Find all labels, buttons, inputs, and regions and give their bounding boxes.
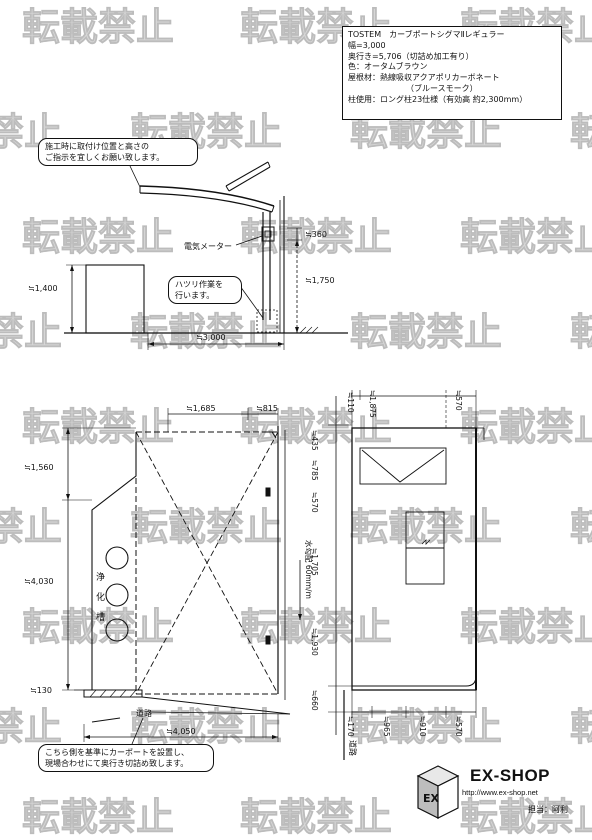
dim-side-170: ≒170 (346, 716, 355, 737)
watermark-text: 転載禁止 (22, 605, 174, 649)
ex-shop-logo: EX EX-SHOP http://www.ex-shop.net 担当：阿利 (414, 760, 584, 830)
install-callout-line-1: 施工時に取付け位置と高さの (45, 142, 149, 151)
spec-line-1: TOSTEM カーブポートシグマⅡレギュラー (348, 30, 505, 39)
hatsuri-callout-line-1: ハツリ作業を (175, 280, 223, 289)
svg-text:EX: EX (423, 792, 440, 805)
elevation-view (64, 161, 348, 350)
dim-side-110: ≒110 (346, 392, 355, 413)
watermark-text: 転載禁止 (22, 215, 174, 259)
dim-elev-width: ≒3,000 (196, 333, 226, 342)
watermark-text: 転載禁止 (460, 795, 592, 839)
spec-line-3: 奥行き=5,706（切詰め加工有り） (348, 51, 474, 61)
dim-plan-130: ≒130 (30, 686, 52, 695)
dim-side-1705: ≒1,705 (310, 548, 319, 576)
watermark-text: 転載禁止 (22, 795, 174, 839)
dim-side-660: ≒660 (310, 690, 319, 711)
side-view (343, 390, 485, 760)
dim-side-570-bot: ≒570 (454, 716, 463, 737)
watermark-text: 転載禁止 (240, 605, 392, 649)
dim-plan-1685: ≒1,685 (186, 404, 216, 413)
watermark-text: 転載禁止 (0, 110, 62, 154)
spec-line-4: 色：オータムブラウン (348, 62, 428, 72)
road-side-label: 道路 (348, 740, 358, 756)
dim-plan-815: ≒815 (256, 404, 278, 413)
spec-box: TOSTEM カーブポートシグマⅡレギュラー 幅=3,000 奥行き=5,706… (342, 26, 562, 120)
watermark-text: 転載禁止 (22, 405, 174, 449)
watermark-text: 転載禁止 (240, 795, 392, 839)
septic-char-3: 槽 (96, 611, 105, 623)
spec-line-7: 柱使用：ロング柱23仕様（有効高 約2,300mm） (348, 94, 528, 104)
dim-side-570-mid: ≒570 (310, 492, 319, 513)
watermark-text: 転載禁止 (0, 310, 62, 354)
dim-plan-4050: ≒4,050 (166, 727, 196, 736)
watermark-text: 転載禁止 (130, 505, 282, 549)
spec-line-5: 屋根材：熱線吸収アクアポリカーボネート (348, 73, 500, 83)
dim-side-965: ≒965 (382, 716, 391, 737)
dim-plan-1560: ≒1,560 (24, 463, 54, 472)
spec-line-6: （ブルースモーク） (406, 83, 478, 93)
dim-side-785: ≒785 (310, 460, 319, 481)
watermark-text: 転載禁止 (570, 110, 592, 154)
cube-logo-icon: EX (416, 765, 460, 819)
dim-elev-height: ≒1,400 (28, 284, 58, 293)
slope-label: 水勾配 60mm/m (304, 540, 314, 599)
watermark-text: 転載禁止 (240, 405, 392, 449)
base-callout: こちら側を基準にカーポートを設置し、 現場合わせにて奥行き切詰め致します。 (38, 744, 214, 772)
watermark-text: 転載禁止 (460, 405, 592, 449)
watermark-text: 転載禁止 (0, 705, 62, 749)
brand-name: EX-SHOP (470, 766, 551, 785)
dim-side-1930: ≒1,930 (310, 628, 319, 656)
dim-side-435: ≒435 (310, 430, 319, 451)
base-callout-line-1: こちら側を基準にカーポートを設置し、 (45, 748, 189, 757)
brand-url: http://www.ex-shop.net (462, 788, 538, 797)
watermark-text: 転載禁止 (350, 310, 502, 354)
spec-line-2: 幅=3,000 (348, 40, 386, 50)
septic-char-2: 化 (96, 591, 105, 603)
watermark-text: 転載禁止 (570, 310, 592, 354)
watermark-text: 転載禁止 (570, 705, 592, 749)
dim-side-570-top: ≒570 (454, 390, 463, 411)
watermark-text: 転載禁止 (350, 705, 502, 749)
dim-plan-4030: ≒4,030 (24, 577, 54, 586)
meter-label: 電気メーター (184, 241, 232, 251)
watermark-text: 転載禁止 (460, 215, 592, 259)
plan-view (62, 396, 352, 745)
watermark-text: 転載禁止 (460, 605, 592, 649)
watermark-text: 転載禁止 (22, 5, 174, 49)
hatsuri-callout-line-2: 行います。 (175, 291, 215, 300)
dim-elev-1750: ≒1,750 (305, 276, 335, 285)
install-callout-line-2: ご指示を宜しくお願い致します。 (45, 153, 165, 162)
watermark-text: 転載禁止 (0, 505, 62, 549)
install-callout: 施工時に取付け位置と高さの ご指示を宜しくお願い致します。 (38, 138, 198, 166)
septic-char-1: 浄 (96, 571, 105, 583)
base-callout-line-2: 現場合わせにて奥行き切詰め致します。 (45, 759, 189, 768)
watermark-text: 転載禁止 (570, 505, 592, 549)
dim-side-910: ≒910 (418, 716, 427, 737)
staff-name: 担当：阿利 (528, 805, 568, 814)
dim-side-1875: ≒1,875 (368, 390, 377, 418)
dim-elev-360: ≒360 (305, 230, 327, 239)
road-plan-label: 道路 (136, 708, 152, 718)
hatsuri-callout: ハツリ作業を 行います。 (168, 276, 242, 304)
